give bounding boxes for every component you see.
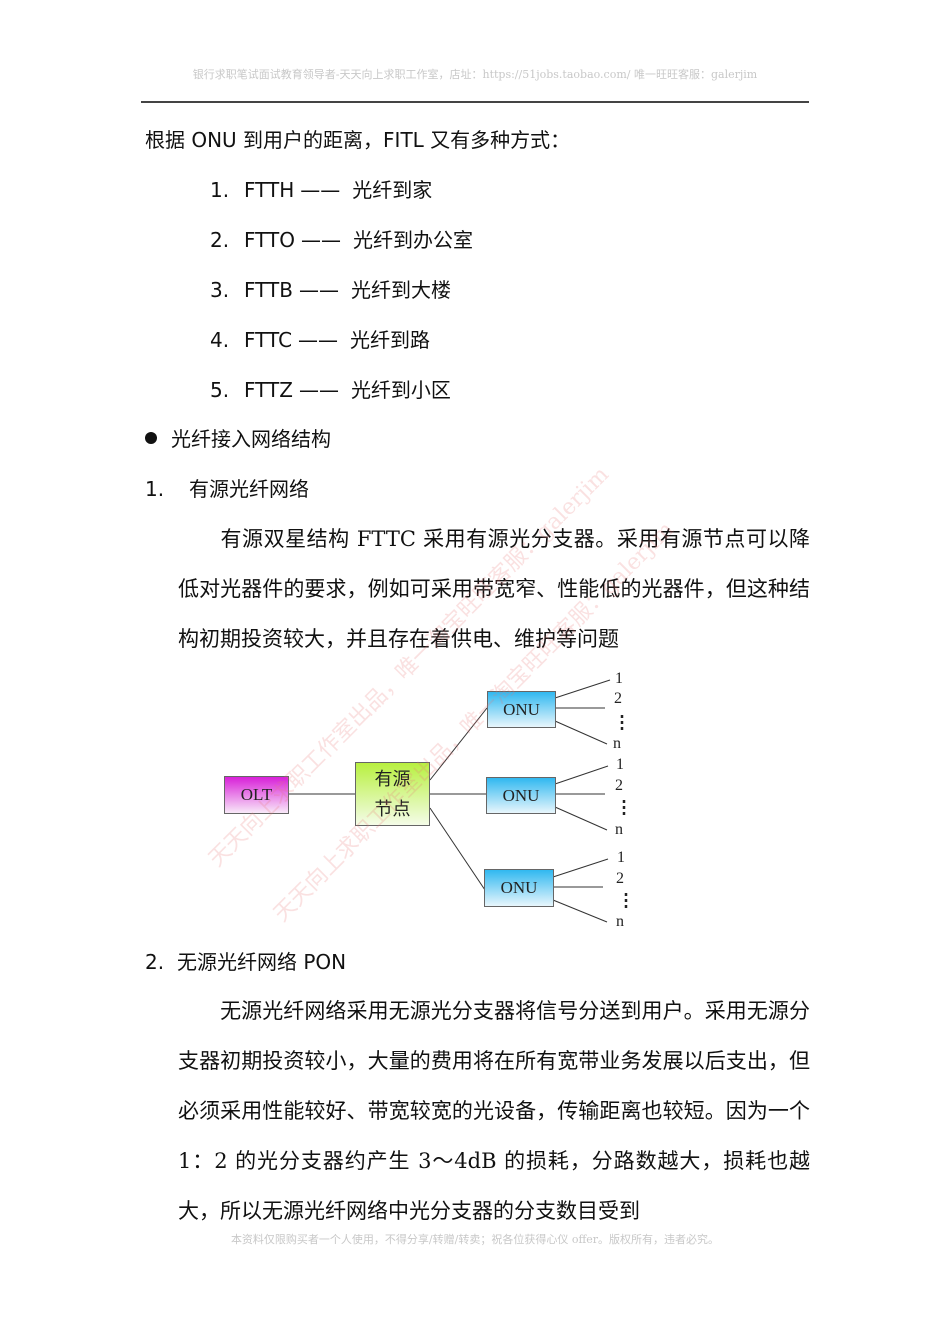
- olt-box: OLT: [224, 776, 289, 814]
- port-label: 2: [614, 690, 622, 707]
- onu-box-1: ONU: [487, 691, 556, 728]
- item-dash: ——: [300, 228, 341, 252]
- section-title: 有源光纤网络: [189, 477, 309, 501]
- onu-box-3: ONU: [484, 869, 554, 907]
- diagram-connectors: [288, 679, 628, 923]
- page-footer: 本资料仅限购买者一个人使用，不得分享/转赠/转卖；祝各位获得心仪 offer。版…: [230, 1233, 720, 1246]
- port-label: n: [615, 821, 623, 838]
- fitl-item-2: 2. FTTO—— 光纤到办公室: [210, 228, 473, 252]
- olt-label: OLT: [240, 785, 273, 804]
- item-dash: ——: [298, 278, 339, 302]
- item-desc: 光纤到家: [352, 178, 433, 202]
- item-desc: 光纤到路: [350, 328, 431, 352]
- port-label: 2: [615, 777, 623, 794]
- item-dash: ——: [298, 328, 339, 352]
- item-code: FTTC: [244, 328, 293, 352]
- fitl-item-4: 4. FTTC—— 光纤到路: [210, 328, 430, 352]
- item-number: 5.: [210, 378, 230, 402]
- bullet-heading-text: 光纤接入网络结构: [171, 427, 331, 451]
- header-divider: [141, 101, 809, 103]
- item-desc: 光纤到办公室: [352, 228, 473, 252]
- section-title: 无源光纤网络 PON: [177, 950, 347, 974]
- section2-paragraph: 无源光纤网络采用无源光分支器将信号分送到用户。采用无源分支器初期投资较小，大量的…: [178, 986, 810, 1236]
- section1-paragraph: 有源双星结构 FTTC 采用有源光分支器。采用有源节点可以降低对光器件的要求，例…: [178, 514, 810, 664]
- port-label: 1: [617, 849, 625, 866]
- node-label-line2: 节点: [374, 799, 411, 819]
- node-label-line1: 有源: [374, 769, 411, 789]
- item-desc: 光纤到大楼: [350, 278, 451, 302]
- item-number: 1.: [210, 178, 230, 202]
- fitl-item-5: 5. FTTZ—— 光纤到小区: [210, 378, 451, 402]
- onu-label: ONU: [503, 699, 540, 719]
- port-label: 2: [616, 870, 624, 887]
- item-dash: ——: [300, 178, 341, 202]
- active-network-diagram: OLT 有源 节点 ONU ONU ONU 1 2 n 1 2 n 1 2 n: [215, 660, 645, 940]
- active-node-box: 有源 节点: [355, 762, 430, 826]
- item-dash: ——: [298, 378, 339, 402]
- section-number: 1.: [145, 477, 165, 501]
- item-number: 3.: [210, 278, 230, 302]
- port-label: n: [613, 735, 621, 752]
- item-code: FTTO: [244, 228, 295, 252]
- port-label: n: [616, 913, 624, 930]
- onu-label: ONU: [500, 878, 538, 897]
- section2-heading: 2. 无源光纤网络 PON: [145, 950, 346, 974]
- section-number: 2.: [145, 950, 165, 974]
- section1-text: 有源双星结构 FTTC 采用有源光分支器。采用有源节点可以降低对光器件的要求，例…: [178, 527, 810, 651]
- fitl-item-3: 3. FTTB—— 光纤到大楼: [210, 278, 451, 302]
- onu-label: ONU: [502, 785, 540, 805]
- fitl-item-1: 1. FTTH—— 光纤到家: [210, 178, 432, 202]
- intro-text: 根据 ONU 到用户的距离，FITL 又有多种方式：: [145, 128, 571, 152]
- section1-heading: 1. 有源光纤网络: [145, 477, 309, 501]
- item-desc: 光纤到小区: [350, 378, 451, 402]
- item-code: FTTB: [244, 278, 293, 302]
- bullet-icon: [145, 432, 157, 444]
- item-number: 4.: [210, 328, 230, 352]
- section2-text: 无源光纤网络采用无源光分支器将信号分送到用户。采用无源分支器初期投资较小，大量的…: [178, 999, 810, 1223]
- page-header: 银行求职笔试面试教育领导者-天天向上求职工作室，店址：https://51job…: [192, 68, 758, 81]
- item-code: FTTZ: [244, 378, 293, 402]
- onu-box-2: ONU: [486, 777, 556, 814]
- item-number: 2.: [210, 228, 230, 252]
- bullet-heading: 光纤接入网络结构: [145, 427, 331, 451]
- item-code: FTTH: [244, 178, 295, 202]
- port-label: 1: [616, 756, 624, 773]
- port-label: 1: [615, 670, 623, 687]
